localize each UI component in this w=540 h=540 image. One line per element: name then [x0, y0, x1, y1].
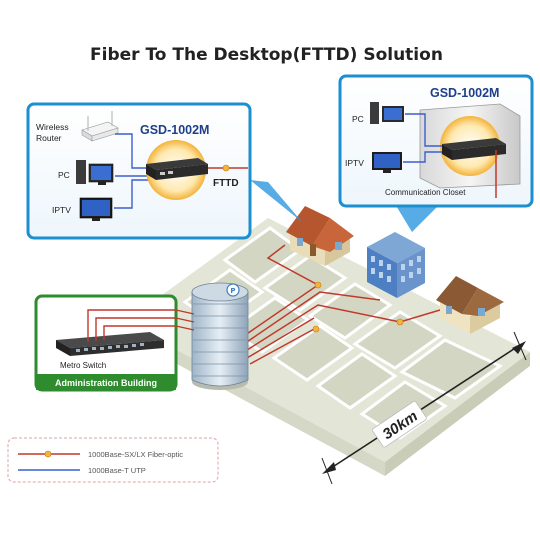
wireless-router-icon	[81, 111, 119, 142]
right-iptv-icon	[372, 152, 402, 173]
distance-marker: 30km	[321, 331, 527, 485]
right-callout: GSD-1002M PC IPTV	[338, 74, 534, 232]
pc-icon	[76, 160, 114, 185]
metro-switch-icon	[56, 332, 164, 356]
wireless-router-label: Wireless Router	[36, 122, 71, 143]
legend: 1000Base-SX/LX Fiber-optic 1000Base-T UT…	[7, 437, 219, 483]
left-model-label: GSD-1002M	[140, 123, 209, 137]
gsd-switch-icon	[146, 158, 208, 180]
house-top	[286, 206, 354, 266]
legend-fiber: 1000Base-SX/LX Fiber-optic	[88, 450, 183, 459]
right-pc-label: PC	[352, 114, 364, 124]
legend-utp: 1000Base-T UTP	[88, 466, 146, 475]
wireless-router-label-line1: Wireless	[36, 122, 69, 132]
admin-building-label: Administration Building	[55, 378, 157, 388]
wireless-router-label-line2: Router	[36, 133, 62, 143]
right-model-label: GSD-1002M	[430, 86, 499, 100]
iptv-icon	[79, 197, 113, 221]
communication-closet-label: Communication Closet	[385, 188, 466, 197]
admin-fiber-links	[175, 309, 195, 331]
administration-tower: P	[191, 282, 249, 390]
left-pc-label: PC	[58, 170, 70, 180]
office-building	[367, 232, 425, 298]
admin-callout: Administration Building Metro Switch	[34, 294, 178, 392]
communication-closet	[419, 103, 521, 189]
left-iptv-label: IPTV	[52, 205, 71, 215]
left-callout: GSD-1002M Wireless Router PC IPTV	[26, 102, 302, 240]
svg-text:P: P	[230, 287, 235, 295]
closet-switch-icon	[442, 138, 506, 160]
right-pc-icon	[370, 102, 404, 124]
house-right	[436, 276, 504, 334]
fiber-routes	[237, 244, 441, 365]
page-title: Fiber To The Desktop(FTTD) Solution	[90, 45, 443, 65]
right-iptv-label: IPTV	[345, 158, 364, 168]
metro-switch-label: Metro Switch	[60, 361, 106, 370]
fttd-label: FTTD	[213, 178, 239, 189]
